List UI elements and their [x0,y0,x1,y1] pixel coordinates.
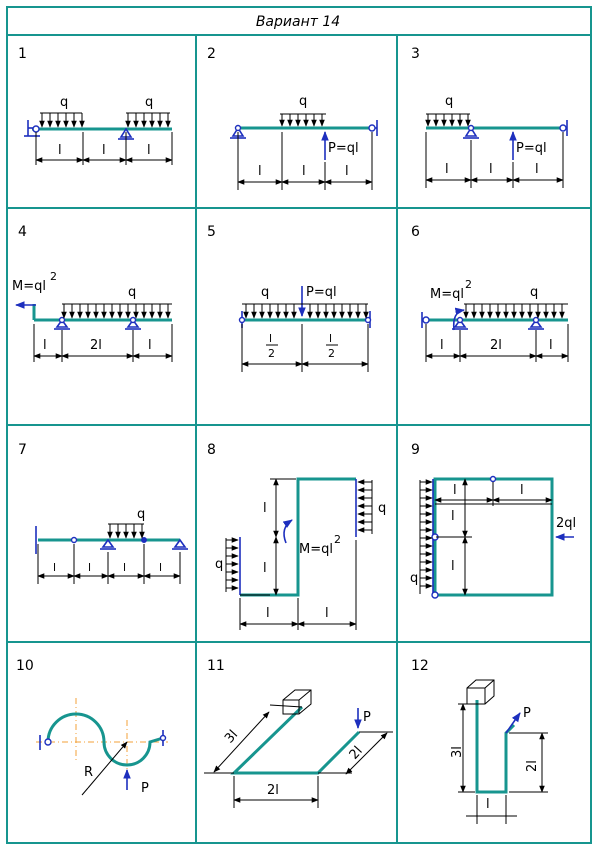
svg-text:q: q [299,94,307,109]
distributed-load [279,113,326,127]
cell-number: 10 [16,658,34,674]
dimension-lines [35,132,173,165]
svg-text:P=ql: P=ql [328,141,359,156]
svg-text:2: 2 [334,533,341,546]
cell-number: 9 [411,442,420,458]
svg-text:l: l [345,164,349,179]
svg-text:q: q [445,94,453,109]
cell-number: 3 [411,46,420,62]
cell-1: 1 q q [18,46,173,165]
svg-text:2l: 2l [267,783,279,798]
svg-text:l: l [258,164,262,179]
cell-10: 10 R P [16,658,168,796]
svg-text:q: q [261,285,269,300]
svg-text:l: l [302,164,306,179]
svg-text:l: l [148,338,152,353]
svg-text:2l: 2l [347,744,366,763]
cell-3: 3 q P=ql l l l [411,46,568,188]
svg-text:l: l [451,559,455,574]
svg-text:2l: 2l [90,338,102,353]
svg-text:l: l [53,561,56,574]
svg-text:l: l [549,338,553,353]
svg-text:q: q [145,95,153,110]
cell-9: 9 [410,442,576,599]
svg-text:l: l [489,162,493,177]
svg-text:l: l [445,162,449,177]
svg-text:2: 2 [268,347,275,360]
svg-text:P=ql: P=ql [516,141,547,156]
svg-text:P: P [141,781,149,796]
cell-number: 5 [207,224,216,240]
cell-number: 2 [207,46,216,62]
svg-text:l: l [440,338,444,353]
svg-text:P=ql: P=ql [306,285,337,300]
cell-number: 1 [18,46,27,62]
svg-text:q: q [137,507,145,522]
svg-text:2: 2 [328,347,335,360]
svg-text:l: l [486,797,490,812]
cell-7: 7 q l l l l [18,442,188,584]
cell-number: 11 [207,658,225,674]
svg-text:2l: 2l [490,338,502,353]
svg-text:l: l [263,501,267,516]
svg-text:l: l [159,561,162,574]
svg-text:R: R [84,765,93,780]
svg-text:M=ql: M=ql [299,542,333,557]
svg-text:l: l [43,338,47,353]
cell-4: 4 M=ql 2 q [12,224,173,362]
svg-text:l: l [123,561,126,574]
svg-text:3l: 3l [450,746,465,758]
svg-text:l: l [453,483,457,498]
svg-text:q: q [128,285,136,300]
cell-12: 12 P 3l 2l l [411,658,548,824]
svg-text:q: q [378,501,386,516]
svg-text:l: l [325,606,329,621]
cell-2: 2 q P=ql l l l [207,46,378,190]
sheet-title: Вариант 14 [256,14,340,30]
svg-text:2ql: 2ql [556,516,576,531]
svg-text:M=ql: M=ql [430,287,464,302]
svg-text:2l: 2l [525,760,540,772]
cell-number: 4 [18,224,27,240]
cell-8: 8 [207,442,386,630]
cell-6: 6 M=ql 2 q [411,224,569,362]
svg-text:l: l [147,143,151,158]
svg-text:l: l [58,143,62,158]
svg-text:l: l [88,561,91,574]
svg-text:q: q [530,285,538,300]
svg-text:l: l [263,561,267,576]
svg-text:M=ql: M=ql [12,279,46,294]
svg-text:2: 2 [50,270,57,283]
distributed-load-left [39,112,85,128]
svg-text:l: l [451,509,455,524]
svg-text:q: q [60,95,68,110]
svg-text:l: l [102,143,106,158]
cell-number: 7 [18,442,27,458]
svg-text:3l: 3l [222,727,241,746]
svg-text:l: l [520,483,524,498]
cell-number: 8 [207,442,216,458]
cell-number: 12 [411,658,429,674]
svg-text:l: l [269,332,272,345]
frame [6,6,592,844]
svg-text:2: 2 [465,278,472,291]
svg-text:P: P [363,710,371,725]
svg-text:q: q [410,571,418,586]
cell-5: 5 q P=ql [207,224,372,372]
svg-text:l: l [266,606,270,621]
cell-11: 11 3l P 2l 2l [204,658,393,808]
svg-text:q: q [215,557,223,572]
svg-text:l: l [329,332,332,345]
cell-number: 6 [411,224,420,240]
distributed-load-right [125,112,171,128]
svg-text:l: l [535,162,539,177]
svg-text:P: P [523,706,531,721]
